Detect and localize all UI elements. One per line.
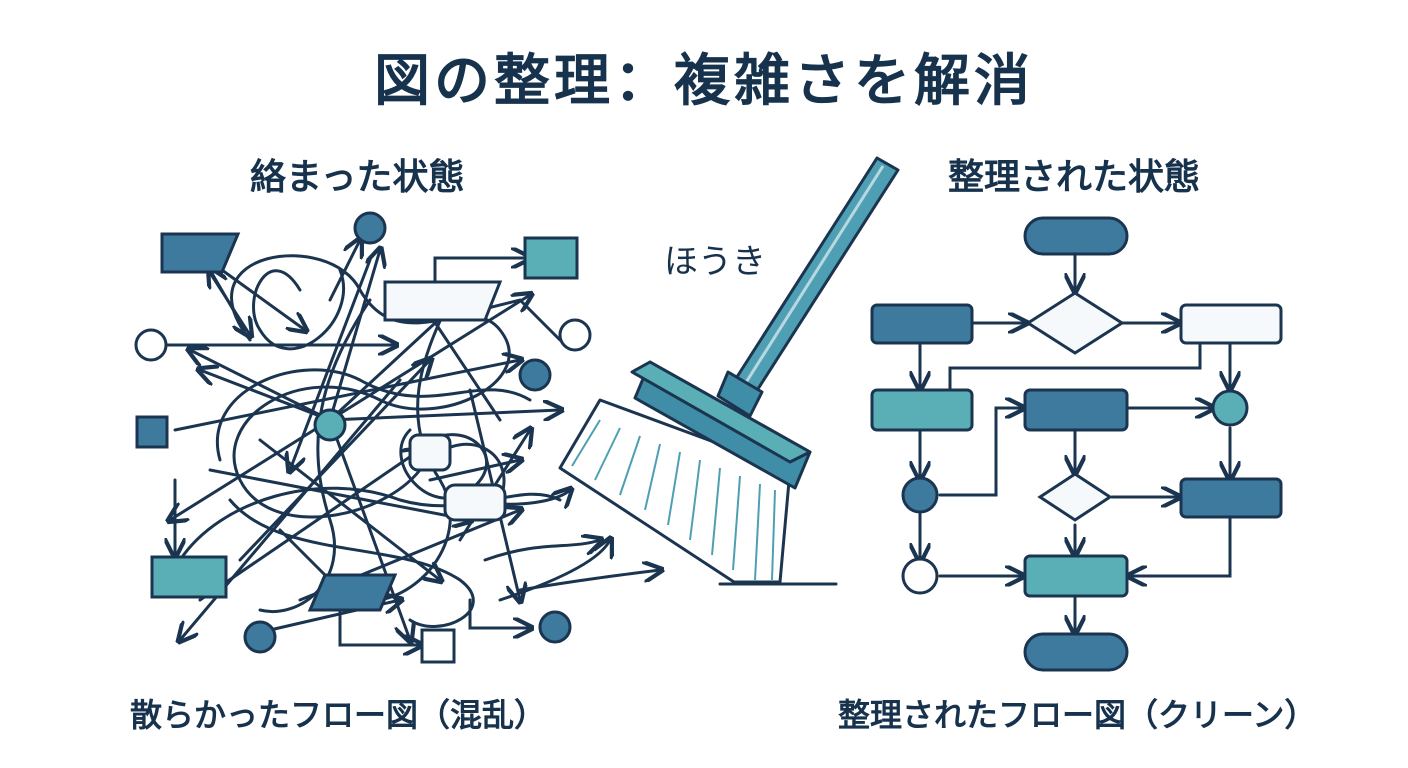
parallelogram-node [160, 232, 241, 274]
organized-state-heading: 整理された状態 [948, 157, 1201, 198]
rounded-node-light [408, 433, 452, 472]
curved-arrow-2 [498, 540, 610, 602]
circle-node-white-right [558, 318, 592, 352]
decision-diamond-2 [1037, 472, 1113, 522]
clean-arrows [920, 252, 1230, 632]
parallelogram-node-bottom [307, 573, 398, 612]
process-box-dark-center [1023, 388, 1129, 432]
decision-diamond-1 [1025, 291, 1125, 355]
circle-node-bottom-right [538, 610, 572, 644]
circle-node-top [353, 211, 387, 245]
loop-arrow-left [938, 408, 1022, 497]
loop-arrow-right [1130, 516, 1232, 576]
cross-connector [948, 341, 1202, 390]
clean-nodes [870, 216, 1283, 672]
square-node-white [420, 628, 456, 664]
broom-ferrule [716, 370, 764, 418]
rounded-node-light-2 [443, 483, 507, 522]
rect-node-teal-bottom [150, 555, 228, 599]
elbow-arrow-2 [468, 598, 530, 628]
page-title: 図の整理：複雑さを解消 [374, 49, 1034, 114]
tangled-nodes [134, 211, 592, 664]
broom-handle [733, 156, 900, 394]
curved-arrow-1 [483, 540, 600, 562]
curved-arrow-3 [518, 570, 660, 592]
broom-icon [558, 156, 900, 586]
elbow-arrow-3 [338, 598, 420, 645]
messy-flowchart-caption: 散らかったフロー図（混乱） [130, 696, 547, 734]
circle-node-white-left [134, 328, 168, 362]
connector-circle-teal [1211, 389, 1249, 427]
rect-node-teal [523, 236, 579, 280]
end-terminal [1023, 632, 1129, 672]
tangled-state-heading: 絡まった状態 [250, 157, 465, 198]
clean-flowchart [920, 252, 1232, 632]
process-box-dark-right [1179, 477, 1283, 519]
process-box-dark-left [870, 303, 974, 345]
tangled-arrows [165, 240, 560, 640]
start-terminal [1023, 216, 1129, 256]
circle-node-dark-right [518, 358, 552, 392]
connector-circle-white [901, 557, 939, 595]
connector-line [478, 298, 562, 342]
circle-node-center [313, 408, 347, 442]
connector-circle-dark [901, 476, 939, 514]
process-box-teal-left [870, 388, 974, 432]
square-node-dark [135, 415, 169, 449]
clean-flowchart-caption: 整理されたフロー図（クリーン） [838, 696, 1317, 734]
broom-label: ほうき [664, 242, 766, 282]
circle-node-bottom-left [243, 620, 277, 654]
parallelogram-node-light [383, 280, 503, 322]
process-box-light-right [1179, 303, 1283, 345]
tangled-flowchart [165, 240, 660, 645]
process-box-teal-center [1023, 554, 1129, 598]
bristle-lines [571, 419, 776, 581]
